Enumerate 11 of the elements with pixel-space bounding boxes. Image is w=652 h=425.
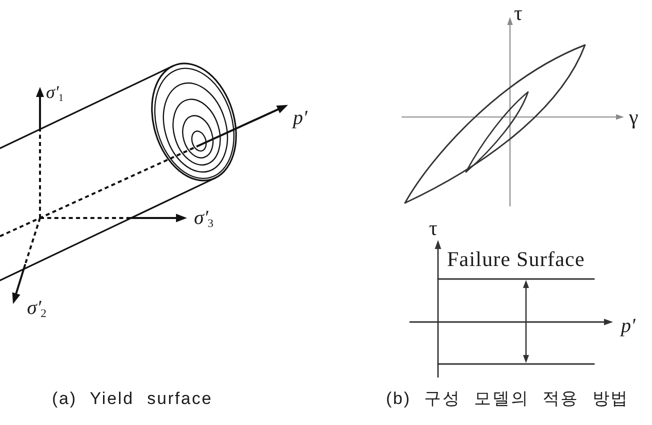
- panel-caption: (b) 구성 모델의 적용 방법: [386, 389, 630, 409]
- axis-label: p′: [621, 315, 636, 338]
- axis-label: p′: [293, 107, 308, 130]
- axis-label: σ′$_{3}$: [194, 207, 214, 231]
- line-label: Failure Surface: [447, 247, 585, 272]
- axis-label: τ: [514, 1, 522, 26]
- axis-label: σ′$_{1}$: [46, 82, 64, 106]
- axis-label: σ′$_{2}$: [27, 297, 46, 321]
- panel-caption: (a) Yield surface: [52, 389, 213, 409]
- axis-label: τ: [429, 216, 438, 240]
- axis-label: γ: [629, 105, 638, 130]
